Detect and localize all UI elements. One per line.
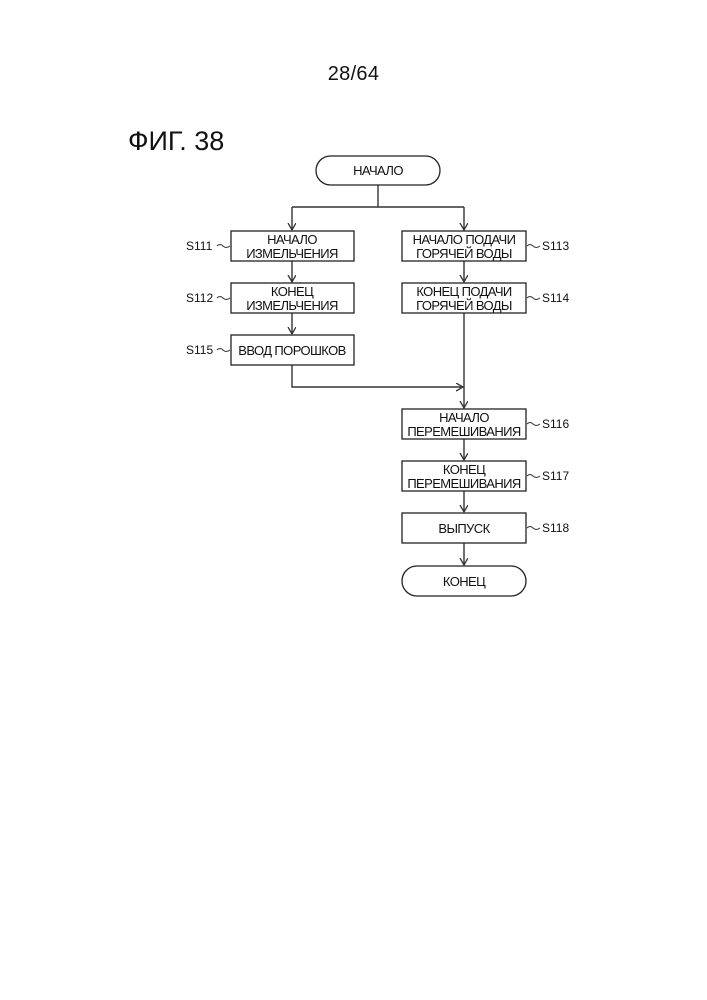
step-s116: НАЧАЛО ПЕРЕМЕШИВАНИЯ S116 bbox=[402, 409, 569, 439]
step-s113-line-1: НАЧАЛО ПОДАЧИ bbox=[413, 232, 516, 247]
leader-tilde-icon bbox=[217, 245, 230, 248]
step-s111-line-2: ИЗМЕЛЬЧЕНИЯ bbox=[246, 246, 338, 261]
step-s117: КОНЕЦ ПЕРЕМЕШИВАНИЯ S117 bbox=[402, 461, 569, 491]
leader-tilde-icon bbox=[527, 475, 540, 478]
step-s118: ВЫПУСК S118 bbox=[402, 513, 569, 543]
leader-tilde-icon bbox=[527, 527, 540, 530]
step-s117-line-2: ПЕРЕМЕШИВАНИЯ bbox=[407, 476, 521, 491]
start-terminal: НАЧАЛО bbox=[316, 156, 440, 185]
step-s112-line-1: КОНЕЦ bbox=[271, 284, 314, 299]
leader-tilde-icon bbox=[527, 297, 540, 300]
leader-tilde-icon bbox=[527, 245, 540, 248]
step-s114-id: S114 bbox=[542, 291, 569, 305]
step-s117-id: S117 bbox=[542, 469, 569, 483]
leader-tilde-icon bbox=[217, 297, 230, 300]
step-s115-id: S115 bbox=[186, 343, 213, 357]
step-s115-line-1: ВВОД ПОРОШКОВ bbox=[238, 343, 345, 358]
step-s114: КОНЕЦ ПОДАЧИ ГОРЯЧЕЙ ВОДЫ S114 bbox=[402, 283, 569, 313]
step-s114-line-1: КОНЕЦ ПОДАЧИ bbox=[416, 284, 512, 299]
step-s112: КОНЕЦ ИЗМЕЛЬЧЕНИЯ S112 bbox=[186, 283, 354, 313]
step-s118-id: S118 bbox=[542, 521, 569, 535]
step-s113: НАЧАЛО ПОДАЧИ ГОРЯЧЕЙ ВОДЫ S113 bbox=[402, 231, 569, 261]
step-s112-line-2: ИЗМЕЛЬЧЕНИЯ bbox=[246, 298, 338, 313]
step-s117-line-1: КОНЕЦ bbox=[443, 462, 486, 477]
step-s111-id: S111 bbox=[186, 239, 213, 253]
step-s116-id: S116 bbox=[542, 417, 569, 431]
start-label: НАЧАЛО bbox=[353, 163, 403, 178]
end-label: КОНЕЦ bbox=[443, 574, 486, 589]
leader-tilde-icon bbox=[217, 349, 230, 352]
step-s111: НАЧАЛО ИЗМЕЛЬЧЕНИЯ S111 bbox=[186, 231, 354, 261]
step-s116-line-2: ПЕРЕМЕШИВАНИЯ bbox=[407, 424, 521, 439]
step-s113-id: S113 bbox=[542, 239, 569, 253]
step-s113-line-2: ГОРЯЧЕЙ ВОДЫ bbox=[416, 246, 512, 261]
step-s111-line-1: НАЧАЛО bbox=[267, 232, 317, 247]
leader-tilde-icon bbox=[527, 423, 540, 426]
end-terminal: КОНЕЦ bbox=[402, 566, 526, 596]
arrow-s115-to-merge bbox=[292, 365, 463, 387]
step-s115: ВВОД ПОРОШКОВ S115 bbox=[186, 335, 354, 365]
step-s112-id: S112 bbox=[186, 291, 213, 305]
step-s116-line-1: НАЧАЛО bbox=[439, 410, 489, 425]
step-s118-line-1: ВЫПУСК bbox=[438, 521, 490, 536]
step-s114-line-2: ГОРЯЧЕЙ ВОДЫ bbox=[416, 298, 512, 313]
